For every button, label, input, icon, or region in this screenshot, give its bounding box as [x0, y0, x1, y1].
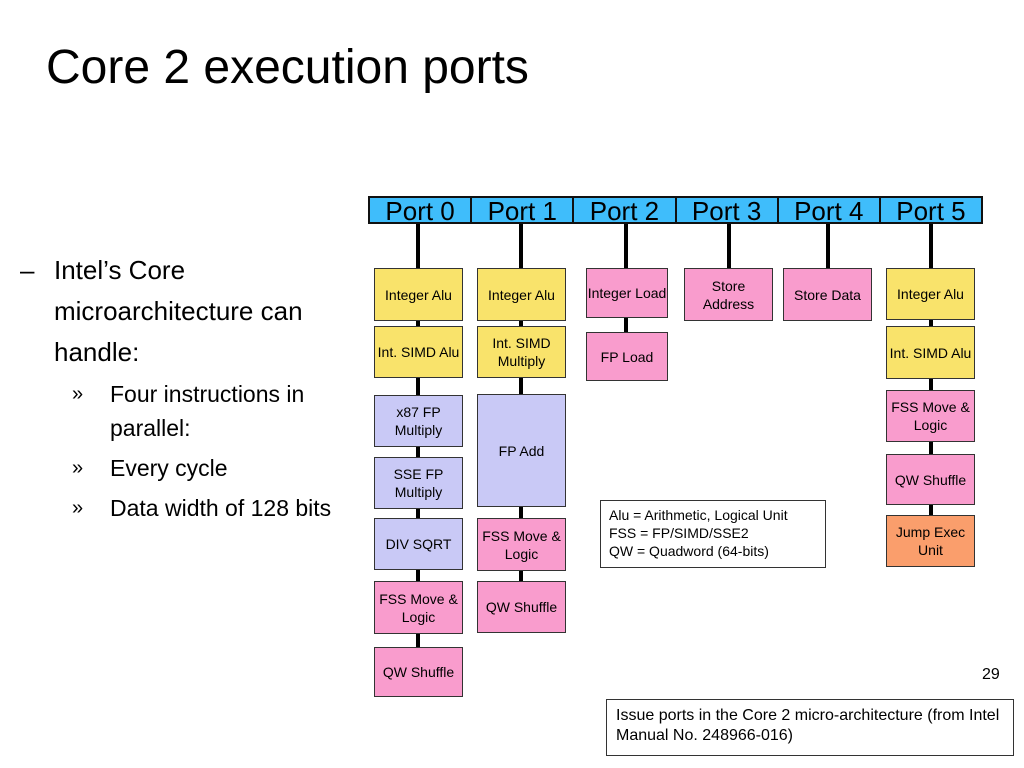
sub-bullet-marker: » [72, 383, 84, 405]
sub-bullet-marker: » [72, 497, 84, 519]
port-3-connector [727, 224, 731, 284]
bullet-main-text: Intel’s Core microarchitecture can handl… [54, 255, 303, 367]
port-0-x87-fp-multiply: x87 FP Multiply [374, 395, 463, 447]
port-4-label: Port 4 [776, 198, 879, 222]
port-1-int-simd-multiply: Int. SIMD Multiply [477, 326, 566, 378]
port-5-connector [929, 224, 933, 544]
port-1-fp-add: FP Add [477, 394, 566, 507]
port-0-label: Port 0 [385, 198, 455, 222]
port-0-sse-fp-multiply: SSE FP Multiply [374, 457, 463, 509]
port-5-integer-alu: Integer Alu [886, 268, 975, 320]
bullet-list: – Intel’s Core microarchitecture can han… [20, 250, 360, 525]
sub-bullet: » Every cycle [72, 451, 360, 485]
port-2-label: Port 2 [572, 198, 674, 222]
port-1-integer-alu: Integer Alu [477, 268, 566, 321]
port-header-bar: Port 0 Port 1 Port 2 Port 3 Port 4 Port … [368, 196, 983, 224]
sub-bullet-marker: » [72, 457, 84, 479]
legend-line: QW = Quadword (64-bits) [609, 543, 769, 559]
sub-bullet-text: Four instructions in parallel: [110, 381, 305, 441]
sub-bullet-text: Every cycle [110, 455, 228, 481]
port-4-store-data: Store Data [783, 268, 872, 321]
bullet-main: – Intel’s Core microarchitecture can han… [20, 250, 360, 373]
port-5-qw-shuffle: QW Shuffle [886, 454, 975, 505]
sub-bullet: » Four instructions in parallel: [72, 377, 360, 445]
port-4-connector [826, 224, 830, 284]
figure-caption: Issue ports in the Core 2 micro-architec… [606, 699, 1014, 756]
port-3-label: Port 3 [674, 198, 777, 222]
port-2-integer-load: Integer Load [586, 268, 668, 318]
sub-bullet: » Data width of 128 bits [72, 491, 360, 525]
legend-line: FSS = FP/SIMD/SSE2 [609, 525, 749, 541]
port-0-int-simd-alu: Int. SIMD Alu [374, 326, 463, 378]
port-0-div-sqrt: DIV SQRT [374, 518, 463, 570]
slide-title: Core 2 execution ports [46, 41, 529, 94]
port-5-label: Port 5 [878, 198, 981, 222]
port-0-qw-shuffle: QW Shuffle [374, 647, 463, 697]
port-5-jump-exec-unit: Jump Exec Unit [886, 515, 975, 567]
port-0-integer-alu: Integer Alu [374, 268, 463, 321]
port-1-label: Port 1 [470, 198, 572, 222]
abbreviation-legend: Alu = Arithmetic, Logical Unit FSS = FP/… [600, 500, 826, 568]
port-2-fp-load: FP Load [586, 332, 668, 381]
sub-bullet-text: Data width of 128 bits [110, 495, 332, 521]
port-1-qw-shuffle: QW Shuffle [477, 581, 566, 633]
legend-line: Alu = Arithmetic, Logical Unit [609, 507, 788, 523]
page-number: 29 [982, 666, 1000, 683]
port-5-int-simd-alu: Int. SIMD Alu [886, 326, 975, 379]
port-1-fss-move-logic: FSS Move & Logic [477, 518, 566, 571]
port-0-fss-move-logic: FSS Move & Logic [374, 581, 463, 634]
port-3-store-address: Store Address [684, 268, 773, 321]
port-5-fss-move-logic: FSS Move & Logic [886, 390, 975, 442]
bullet-marker: – [20, 255, 35, 285]
